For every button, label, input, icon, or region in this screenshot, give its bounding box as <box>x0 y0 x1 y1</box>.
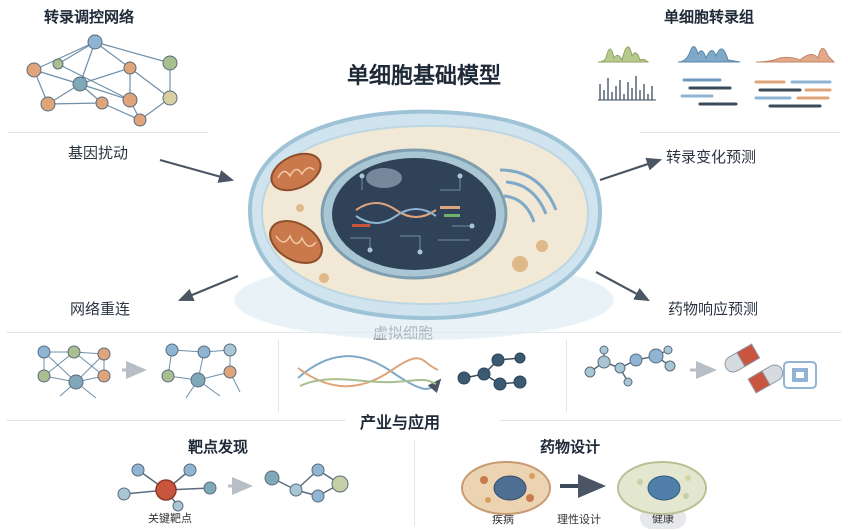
target-discovery-graphic <box>117 463 349 512</box>
transcription-prediction-label: 转录变化预测 <box>666 148 757 166</box>
divider <box>500 420 842 421</box>
drug-response-label: 药物响应预测 <box>668 300 759 318</box>
drug-design-graphic <box>461 461 707 515</box>
cell-graphic <box>234 109 614 340</box>
grn-title: 转录调控网络 <box>44 8 135 26</box>
divider <box>414 440 415 526</box>
divider <box>278 340 279 412</box>
divider <box>640 132 840 133</box>
network-rewiring-graphic <box>37 343 241 399</box>
scrna-plots <box>597 46 836 108</box>
gene-perturbation-label: 基因扰动 <box>68 144 129 162</box>
divider <box>8 132 208 133</box>
virtual-cell-graphic <box>297 352 527 394</box>
drug-design-title: 药物设计 <box>540 438 601 456</box>
drug-response-graphic <box>584 343 817 394</box>
main-title: 单细胞基础模型 <box>346 64 501 89</box>
industry-title: 产业与应用 <box>360 413 441 432</box>
target-discovery-title: 靶点发现 <box>188 438 249 456</box>
divider <box>566 340 567 412</box>
scrna-title: 单细胞转录组 <box>664 8 755 26</box>
key-target-label: 关键靶点 <box>148 512 192 525</box>
disease-label: 疾病 <box>492 513 514 526</box>
network-rewiring-label: 网络重连 <box>70 300 131 318</box>
divider <box>6 420 346 421</box>
rational-design-label: 理性设计 <box>557 513 601 526</box>
